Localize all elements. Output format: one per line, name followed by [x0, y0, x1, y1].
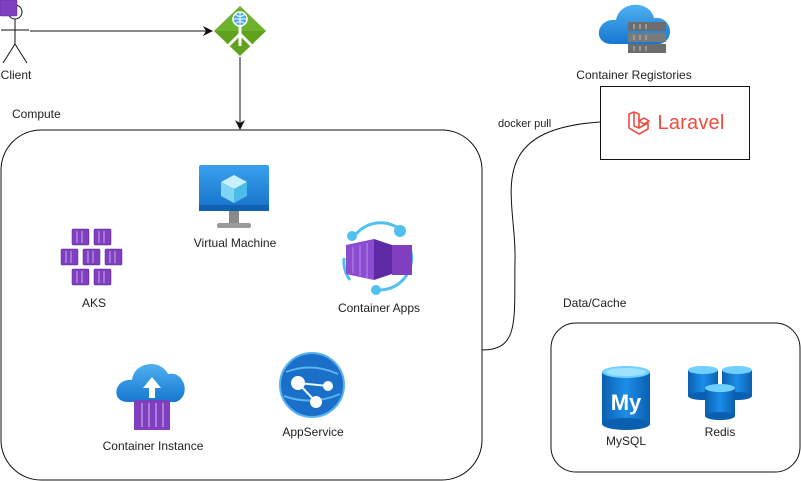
cloud-server-icon	[598, 4, 671, 53]
laravel-image-box: Laravel	[600, 86, 750, 160]
svg-text:My: My	[611, 390, 642, 415]
container-apps-label: Container Apps	[337, 301, 421, 315]
docker-pull-label: docker pull	[498, 118, 552, 130]
redis-cache-icon	[688, 366, 752, 420]
mysql-database-icon: My	[602, 366, 650, 430]
redis-label: Redis	[704, 425, 736, 439]
load-balancer-icon	[214, 6, 266, 56]
compute-label: Compute	[12, 107, 61, 121]
data-cache-label: Data/Cache	[563, 296, 627, 310]
compute-group	[0, 129, 483, 481]
mysql-label: MySQL	[605, 434, 647, 448]
aks-label: AKS	[81, 296, 107, 310]
container-registries-label: Container Registories	[576, 68, 692, 82]
laravel-logo-icon	[627, 111, 650, 135]
container-apps-icon	[342, 221, 414, 295]
laravel-label: Laravel	[657, 111, 725, 134]
kubernetes-cluster-icon	[0, 0, 123, 286]
edge-docker-pull	[481, 121, 601, 351]
monitor-cube-icon	[199, 165, 269, 228]
virtual-machine-label: Virtual Machine	[193, 236, 277, 250]
app-service-label: AppService	[282, 425, 344, 439]
data-cache-group	[550, 322, 801, 473]
globe-icon	[279, 352, 345, 418]
container-instance-label: Container Instance	[102, 439, 204, 453]
client-label: Client	[0, 68, 32, 82]
cloud-container-icon	[116, 363, 185, 430]
